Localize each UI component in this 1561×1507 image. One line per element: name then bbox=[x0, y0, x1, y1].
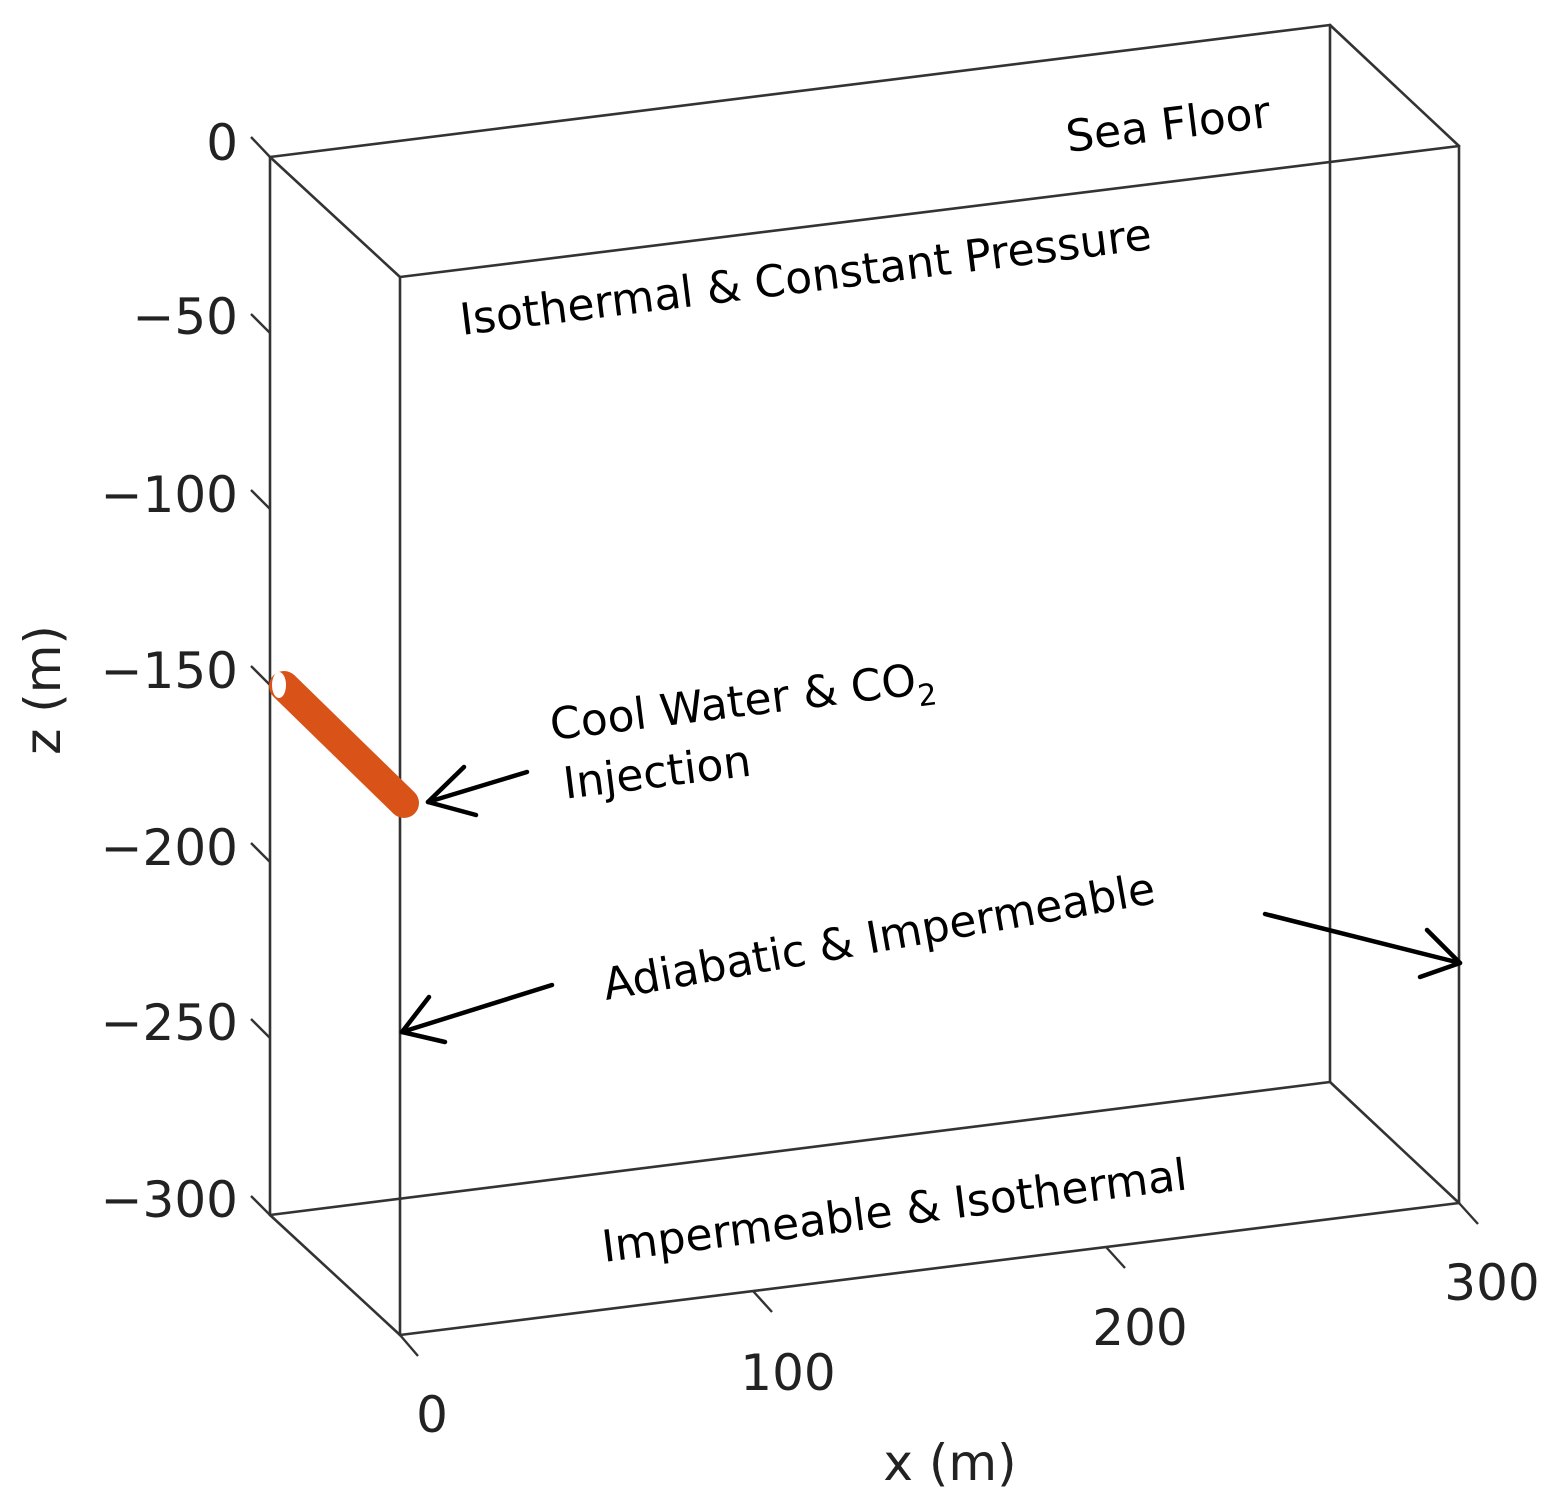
x-tick-label: 0 bbox=[416, 1386, 448, 1444]
z-tick-label: 0 bbox=[206, 114, 238, 172]
x-tick bbox=[1105, 1246, 1126, 1269]
depth-edges bbox=[268, 23, 1461, 1337]
x-tick bbox=[752, 1290, 773, 1313]
front-top-edge bbox=[398, 144, 1461, 279]
injection-well bbox=[269, 671, 419, 818]
depth-edge-bottom-right bbox=[1328, 1080, 1461, 1205]
z-axis-tick-labels: 0 −50 −100 −150 −200 −250 −300 bbox=[101, 114, 238, 1229]
front-face bbox=[398, 144, 1461, 1337]
x-tick-label: 200 bbox=[1092, 1299, 1187, 1357]
right-arrow-head bbox=[1417, 927, 1463, 980]
injection-well-pipe bbox=[269, 671, 419, 818]
z-tick bbox=[250, 313, 271, 334]
z-tick-label: −150 bbox=[101, 642, 238, 700]
x-tick-label: 100 bbox=[740, 1344, 835, 1402]
left-side-arrow bbox=[399, 982, 555, 1045]
bottom-boundary-label: Impermeable & Isothermal bbox=[599, 1150, 1190, 1273]
z-tick bbox=[250, 842, 271, 863]
z-tick bbox=[250, 489, 271, 510]
z-tick-label: −250 bbox=[101, 994, 238, 1052]
x-tick-label: 300 bbox=[1444, 1254, 1539, 1312]
right-arrow-shaft bbox=[1262, 911, 1463, 966]
z-axis-ticks bbox=[250, 136, 271, 1216]
back-face bbox=[268, 23, 1332, 1217]
left-arrow-shaft bbox=[399, 982, 555, 1035]
z-tick bbox=[250, 665, 271, 686]
side-boundary-label: Adiabatic & Impermeable bbox=[599, 863, 1159, 1010]
depth-edge-top-right bbox=[1328, 23, 1461, 148]
back-bottom-edge bbox=[268, 1080, 1332, 1217]
injection-label-line2: Injection bbox=[560, 736, 753, 810]
z-axis-label: z (m) bbox=[14, 625, 72, 755]
top-boundary-label: Isothermal & Constant Pressure bbox=[457, 209, 1154, 346]
z-tick-label: −100 bbox=[101, 466, 238, 524]
injection-well-opening bbox=[272, 672, 286, 698]
right-side-arrow bbox=[1262, 911, 1463, 980]
co2-subscript: 2 bbox=[916, 677, 939, 714]
x-axis-label: x (m) bbox=[883, 1434, 1016, 1492]
z-tick-label: −300 bbox=[101, 1171, 238, 1229]
injection-arrow-head bbox=[425, 764, 479, 818]
x-tick bbox=[399, 1334, 419, 1357]
z-tick-label: −50 bbox=[132, 288, 238, 346]
injection-arrow-shaft bbox=[425, 769, 530, 805]
injection-label-text: Cool Water & CO bbox=[547, 655, 919, 751]
left-arrow-head bbox=[399, 994, 448, 1045]
x-axis-ticks bbox=[399, 1202, 1479, 1357]
z-tick-label: −200 bbox=[101, 819, 238, 877]
injection-label: Cool Water & CO2 Injection bbox=[547, 655, 939, 810]
z-tick bbox=[250, 1018, 271, 1039]
x-axis-tick-labels: 0 100 200 300 bbox=[416, 1254, 1540, 1444]
z-tick bbox=[250, 136, 271, 158]
front-bottom-edge bbox=[398, 1201, 1461, 1337]
injection-arrow bbox=[425, 764, 530, 818]
x-tick bbox=[1458, 1202, 1479, 1225]
back-top-edge bbox=[268, 23, 1332, 159]
z-tick bbox=[250, 1195, 271, 1216]
depth-edge-top-left bbox=[268, 155, 402, 279]
sea-floor-label: Sea Floor bbox=[1063, 87, 1274, 163]
depth-edge-bottom-left bbox=[268, 1213, 402, 1337]
